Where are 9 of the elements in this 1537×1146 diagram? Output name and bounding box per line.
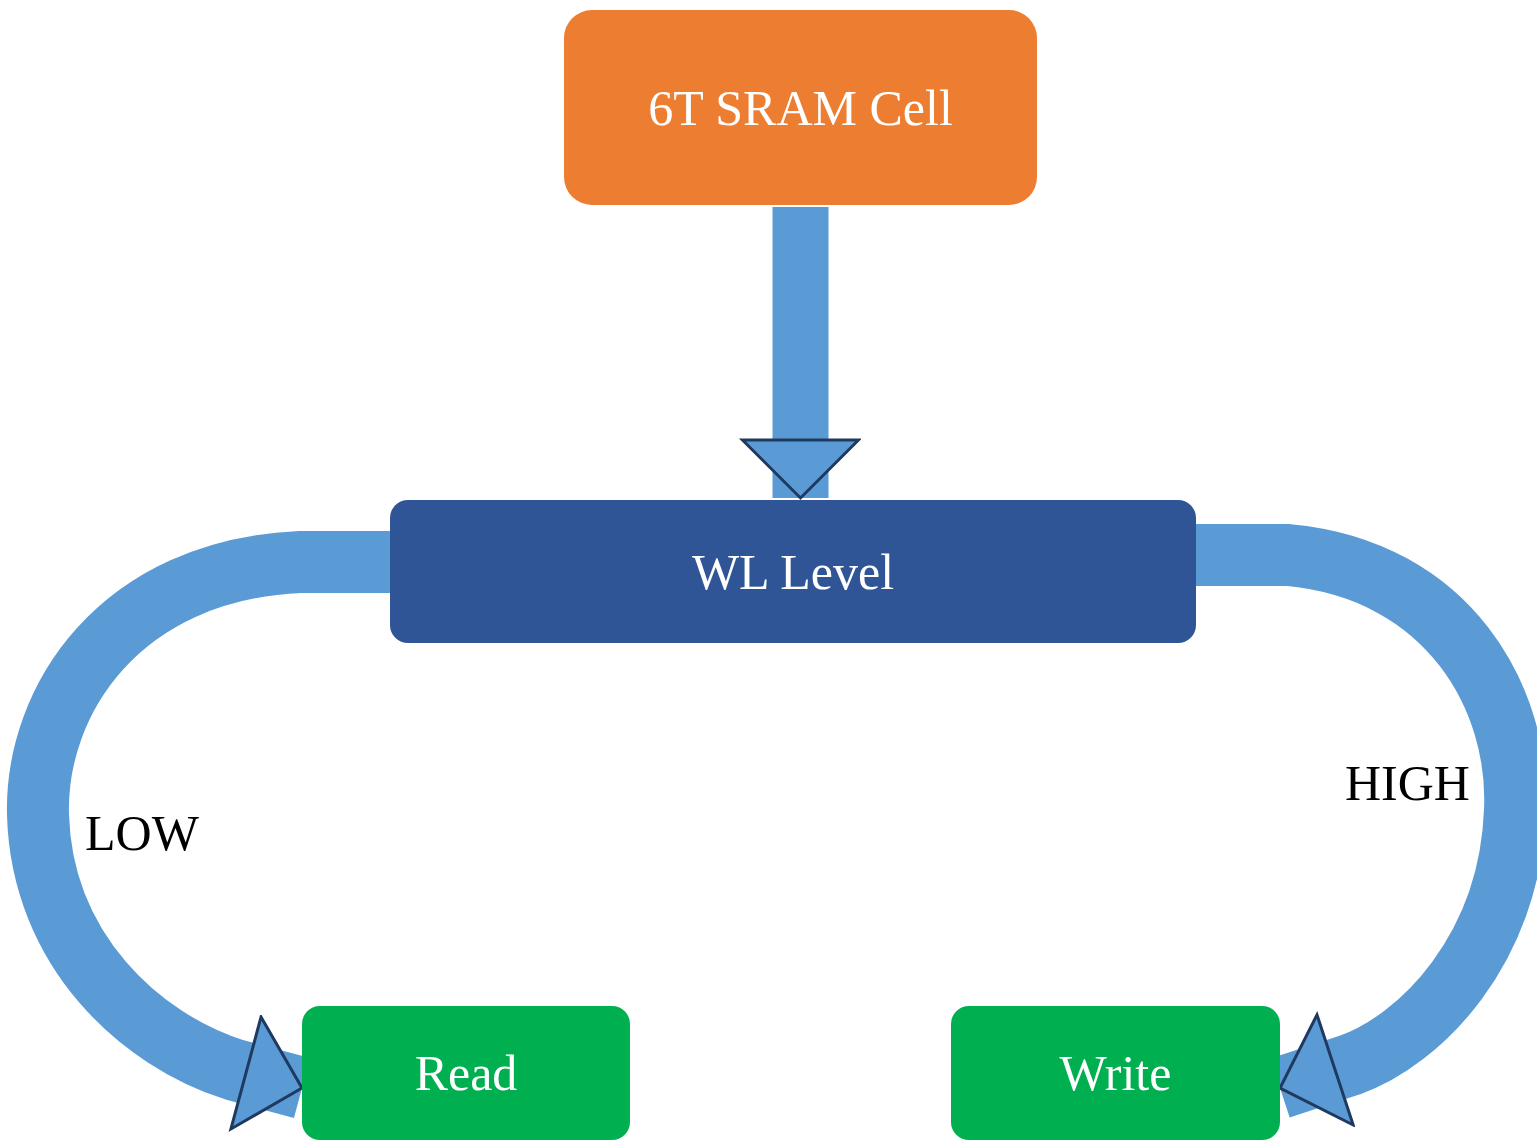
process-box <box>302 1006 630 1140</box>
node-label: 6T SRAM Cell <box>648 82 953 133</box>
process-box <box>564 10 1037 205</box>
process-box <box>390 500 1196 643</box>
node-label: Write <box>1059 1048 1172 1098</box>
node-label: Read <box>414 1048 518 1098</box>
node-label: WL Level <box>691 546 895 597</box>
process-box <box>951 1006 1280 1140</box>
block-arrow <box>741 207 860 500</box>
